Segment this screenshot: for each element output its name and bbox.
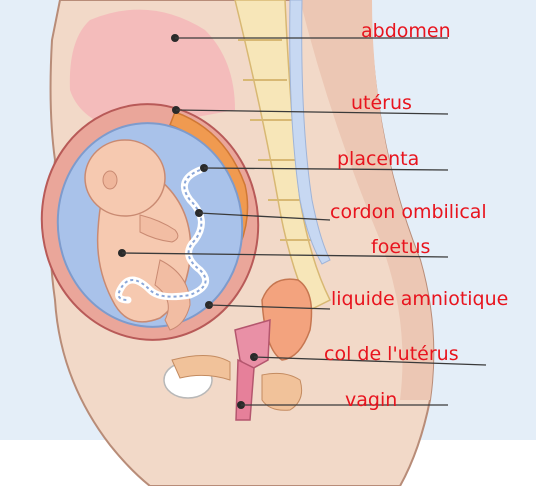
label-uterus: utérus [351, 92, 412, 114]
label-vagina: vagin [345, 389, 397, 411]
label-amniotic-fluid: liquide amniotique [331, 288, 508, 310]
label-cervix: col de l'utérus [324, 343, 459, 365]
label-fetus: foetus [371, 236, 430, 258]
vaginal-canal [236, 360, 254, 420]
label-placenta: placenta [337, 148, 419, 170]
label-abdomen: abdomen [361, 20, 451, 42]
label-umbilical-cord: cordon ombilical [330, 201, 487, 223]
